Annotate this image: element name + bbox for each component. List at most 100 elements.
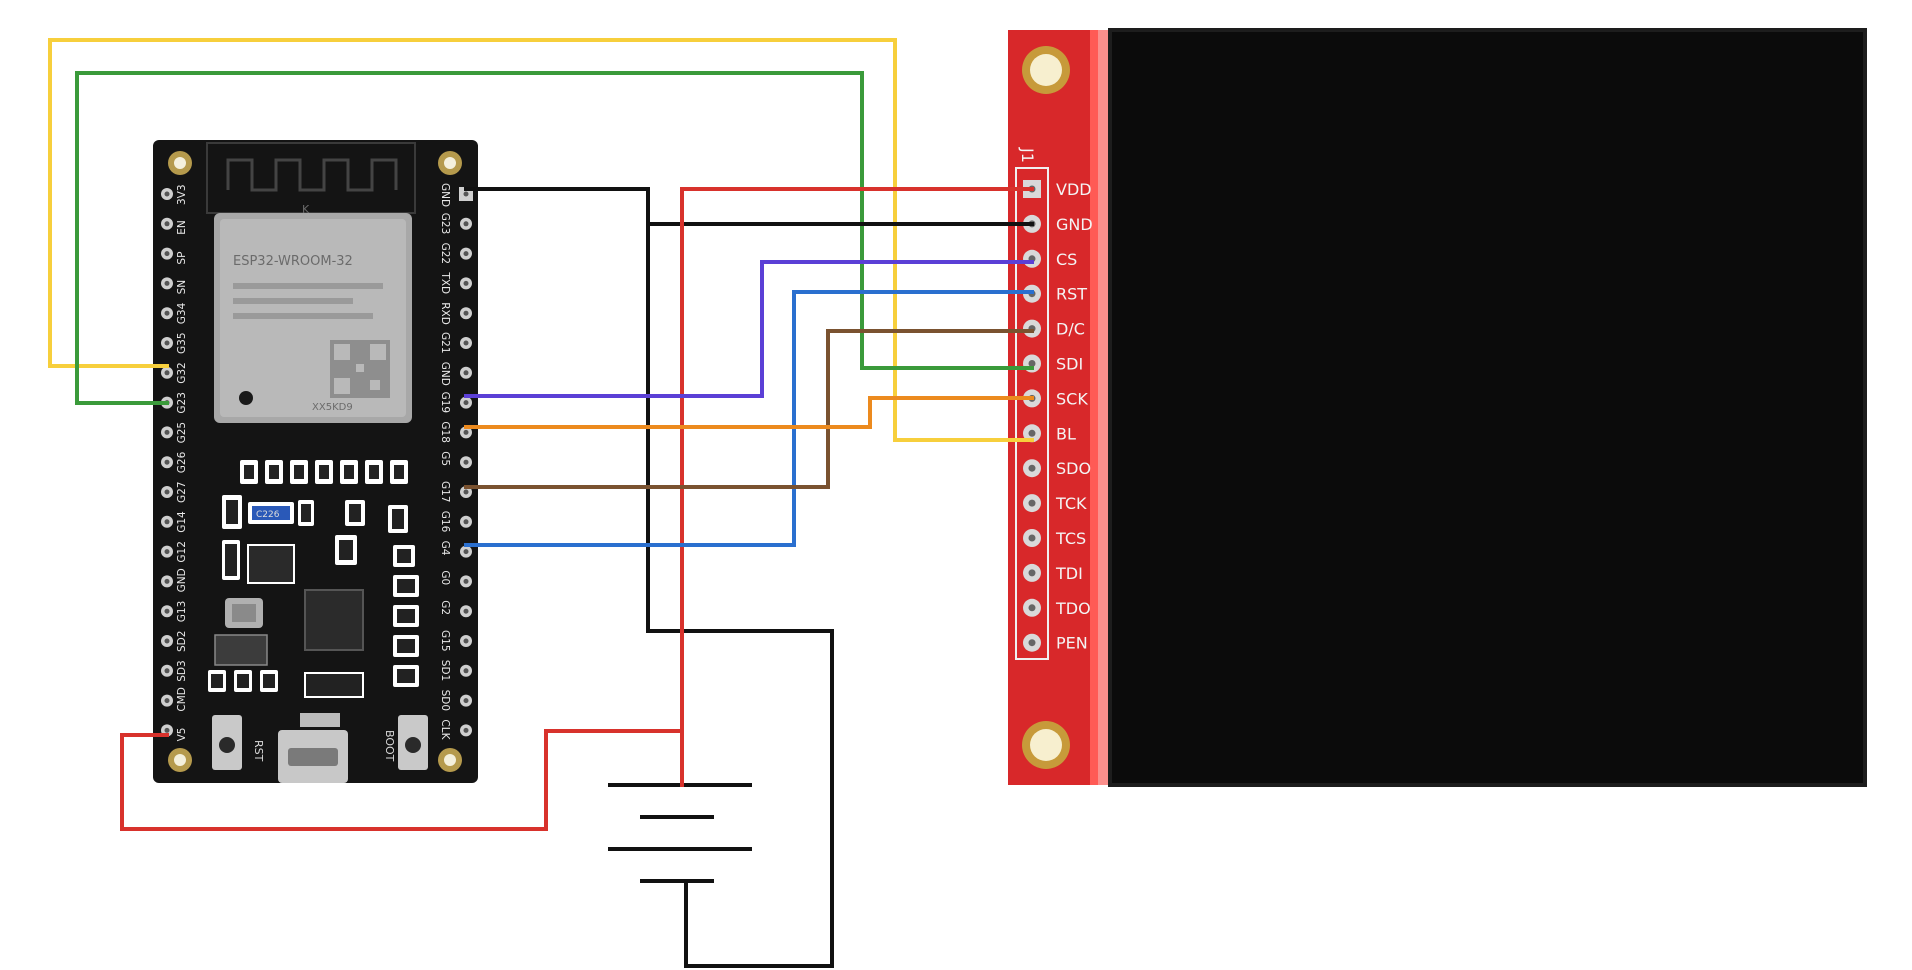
lcd-pin-label: PEN: [1056, 634, 1088, 653]
lcd-pin-label: TCK: [1055, 494, 1087, 513]
esp32-left-pin-label: G32: [176, 362, 188, 384]
esp32-right-pin-label: G4: [439, 541, 451, 556]
cap-label: C226: [256, 510, 280, 520]
esp32-left-pin: 3V3: [161, 184, 188, 205]
esp32-right-pin-label: G15: [439, 630, 451, 652]
lcd-screen: [1110, 30, 1865, 785]
lcd-pin: D/C: [1023, 319, 1085, 339]
esp32-left-pin: SN: [161, 277, 188, 294]
esp32-left-pin: SD2: [161, 631, 188, 652]
lcd-header-label: J1: [1018, 147, 1037, 163]
lcd-pin-label: D/C: [1056, 320, 1085, 339]
esp32-right-pin: G2: [439, 600, 472, 618]
wire-rst-blue: [464, 290, 1034, 547]
lcd-pin-label: GND: [1056, 215, 1093, 234]
esp32-left-pin: CMD: [161, 687, 188, 712]
esp32-left-pin-label: G25: [176, 422, 188, 444]
esp32-right-pin: G16: [439, 511, 472, 533]
esp32-left-pin: G34: [161, 302, 188, 324]
lcd-pin-label: TDI: [1055, 564, 1083, 583]
wire-gnd-black: [464, 187, 834, 968]
esp32-right-pin-label: RXD: [439, 302, 451, 325]
esp32-left-pin-label: GND: [176, 568, 188, 592]
wire-sck-orange: [464, 396, 1034, 429]
esp32-right-pin: G22: [439, 243, 472, 265]
esp32-right-pin: G5: [439, 451, 472, 469]
module-label: ESP32-WROOM-32: [233, 254, 353, 269]
esp32-left-pin-label: SD3: [176, 660, 188, 681]
esp32-left-pin: G14: [161, 511, 188, 533]
lcd-pin-label: SDI: [1056, 355, 1083, 374]
esp32-right-pin-label: G22: [439, 243, 451, 265]
esp32-right-pin-label: G19: [439, 392, 451, 414]
esp32-right-pin-label: TXD: [439, 271, 451, 294]
lcd-pin: PEN: [1023, 633, 1088, 653]
lcd-pin-label: BL: [1056, 424, 1076, 443]
esp32-right-pin: G23: [439, 213, 472, 235]
lcd-pin: SDI: [1023, 354, 1083, 374]
esp32-left-pin-label: SN: [176, 280, 188, 295]
esp32-right-pin-label: CLK: [439, 719, 451, 740]
lcd-pin: SDO: [1023, 459, 1091, 478]
wire-v5-red: [120, 729, 684, 831]
lcd-pin-label: RST: [1056, 285, 1087, 304]
boot-button-label: BOOT: [383, 730, 396, 762]
esp32-right-pin-label: GND: [439, 183, 451, 207]
lcd-pin: SCK: [1023, 389, 1088, 408]
esp32-left-pin: SD3: [161, 660, 188, 682]
esp32-left-pin-label: V5: [176, 728, 188, 742]
esp32-left-pin-label: G13: [176, 601, 188, 623]
lcd-module: J1 VDD GND CS RST D/C SDI SCK BL SDO TCK TCS TDI TDO…: [1008, 28, 1867, 787]
esp32-right-pin-label: SD0: [439, 690, 451, 711]
esp32-left-pin-label: EN: [176, 220, 188, 235]
esp32-right-pin-label: G17: [439, 481, 451, 503]
esp32-right-pin-label: G0: [439, 570, 451, 585]
wire-cs-purple: [464, 260, 1034, 398]
esp32-board: K ESP32-WROOM-32 XX5KD9: [153, 140, 478, 783]
lcd-pin: TDI: [1023, 563, 1083, 583]
antenna-mark: K: [302, 203, 310, 216]
esp32-right-pin-label: G5: [439, 451, 451, 466]
esp32-right-pin: GND: [439, 362, 472, 386]
esp32-right-pin: G21: [439, 332, 472, 354]
esp32-left-pin-label: G12: [176, 541, 188, 563]
esp32-wroom-module: ESP32-WROOM-32 XX5KD9: [214, 213, 412, 423]
lcd-pin: TDO: [1023, 598, 1091, 618]
esp32-left-pin-label: SP: [176, 252, 188, 265]
esp32-right-pin: GND: [439, 183, 473, 207]
esp32-right-pin: G0: [439, 570, 472, 588]
esp32-right-pin-label: G23: [439, 213, 451, 235]
esp32-left-pin-label: 3V3: [176, 184, 188, 205]
lcd-pin: BL: [1023, 424, 1076, 443]
esp32-left-pin: G26: [161, 451, 188, 473]
esp32-right-pin-label: SD1: [439, 660, 451, 681]
lcd-pin-label: VDD: [1056, 180, 1092, 199]
esp32-left-pin-label: G14: [176, 511, 188, 533]
lcd-pin-label: CS: [1056, 250, 1077, 269]
esp32-right-pin-header: GNDG23G22TXDRXDG21GNDG19G18G5G17G16G4G0G…: [439, 183, 473, 741]
esp32-right-pin: CLK: [439, 719, 472, 741]
esp32-left-pin-label: CMD: [176, 687, 188, 711]
esp32-right-pin: G18: [439, 421, 472, 443]
wire-bl-yellow: [48, 38, 1034, 442]
boot-button[interactable]: BOOT: [383, 715, 428, 770]
esp32-right-pin-label: G16: [439, 511, 451, 533]
lcd-pin-label: TCS: [1055, 529, 1086, 548]
wire-dc-brown: [464, 329, 1034, 489]
lcd-pin-label: TDO: [1055, 599, 1091, 618]
esp32-right-pin-label: GND: [439, 362, 451, 386]
esp32-left-pin-label: G34: [176, 302, 188, 324]
esp32-left-pin-label: G27: [176, 482, 188, 504]
esp32-left-pin-label: G23: [176, 392, 188, 414]
esp32-left-pin-label: G26: [176, 451, 188, 473]
esp32-left-pin: G13: [161, 601, 188, 623]
rst-button[interactable]: RST: [212, 715, 265, 770]
esp32-right-pin-label: G21: [439, 332, 451, 354]
esp32-left-pin-label: SD2: [176, 631, 188, 652]
esp32-right-pin: G4: [439, 541, 472, 558]
lcd-pin: TCK: [1023, 494, 1087, 513]
esp32-left-pin-label: G35: [176, 333, 188, 355]
esp32-right-pin-label: G18: [439, 421, 451, 443]
esp32-right-pin: RXD: [439, 302, 472, 325]
